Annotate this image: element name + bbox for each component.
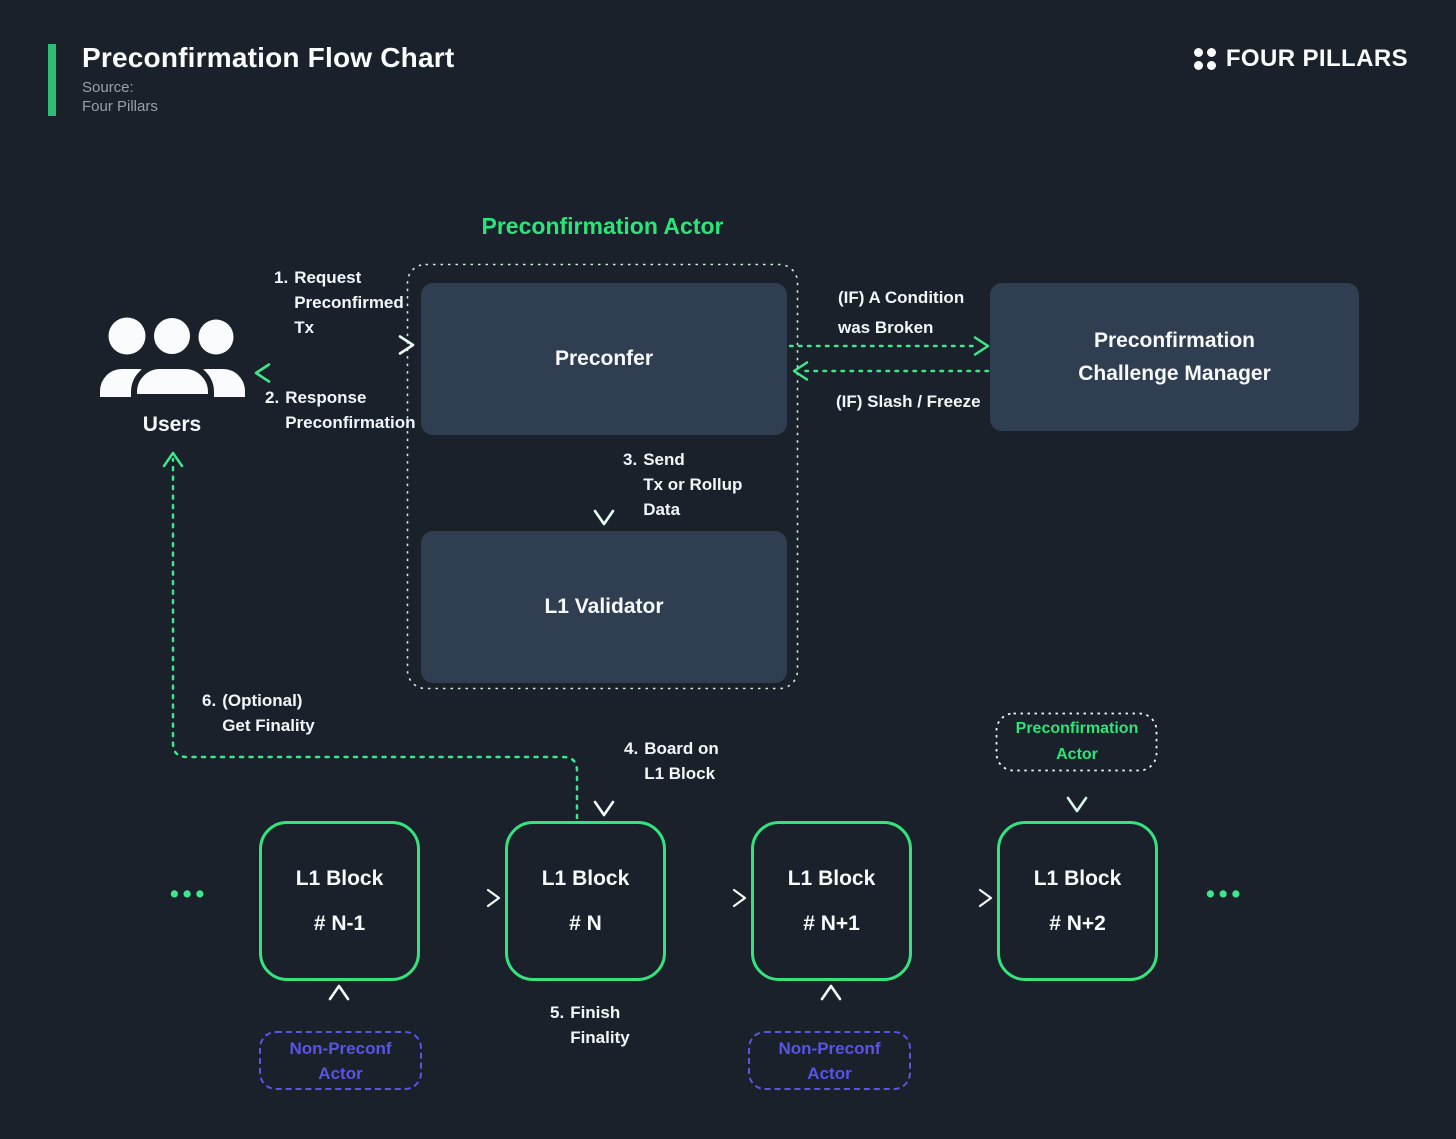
page-title: Preconfirmation Flow Chart — [82, 42, 455, 73]
l1-validator-box: L1 Validator — [421, 531, 787, 683]
arrow-if-slash-freeze — [792, 361, 990, 381]
preconfer-box: Preconfer — [421, 283, 787, 435]
arrow-send-tx — [593, 435, 615, 526]
l1-validator-label: L1 Validator — [544, 595, 664, 618]
step-6-get-finality-label: 6. (Optional) Get Finality — [202, 691, 315, 735]
step-4-board-label: 4. Board on L1 Block — [624, 739, 719, 783]
users-icon — [100, 312, 245, 399]
ellipsis-dots-icon: ••• — [1206, 880, 1245, 908]
l1-block-n-minus-1: L1 Block # N-1 — [259, 821, 420, 981]
ellipsis-dots-icon: ••• — [170, 880, 209, 908]
preconfer-label: Preconfer — [554, 347, 654, 370]
step-2-response-label: 2. Response Preconfirmation — [265, 388, 416, 432]
step-5-finish-label: 5. Finish Finality — [550, 1003, 630, 1047]
source-label: Source: — [82, 79, 134, 96]
challenge-manager-line2: Challenge Manager — [1078, 362, 1271, 385]
l1-block-n-plus-2: L1 Block # N+2 — [997, 821, 1158, 981]
four-dots-icon — [1193, 48, 1216, 70]
step-1-request-label: 1. Request Preconfirmed Tx — [274, 268, 404, 337]
preconfirmation-actor-title: Preconfirmation Actor — [481, 213, 724, 239]
mini-preconfirmation-actor-box: Preconfirmation Actor — [1015, 720, 1139, 763]
users-label: Users — [142, 413, 202, 436]
arrow-non-preconf-1 — [328, 984, 350, 1031]
non-preconf-actor-box-2: Non-Preconf Actor — [748, 1031, 911, 1090]
challenge-manager-line1: Preconfirmation — [1093, 329, 1256, 352]
arrow-response-preconfirmation — [254, 363, 422, 383]
title-accent-bar — [48, 44, 56, 116]
step-3-send-label: 3. Send Tx or Rollup Data — [623, 450, 743, 519]
source-value: Four Pillars — [82, 97, 158, 115]
source-caption: Source: Four Pillars — [82, 79, 158, 116]
arrow-non-preconf-2 — [820, 984, 842, 1031]
l1-block-n-plus-1: L1 Block # N+1 — [751, 821, 912, 981]
if-slash-freeze-label: (IF) Slash / Freeze — [836, 392, 981, 411]
brand-logo: FOUR PILLARS — [1193, 45, 1408, 73]
non-preconf-actor-box-1: Non-Preconf Actor — [259, 1031, 422, 1090]
if-condition-broken-label: (IF) A Condition was Broken — [838, 288, 965, 337]
arrow-mini-actor-to-block — [1066, 772, 1088, 813]
challenge-manager-box: Preconfirmation Challenge Manager — [990, 283, 1359, 431]
brand-name: FOUR PILLARS — [1225, 45, 1408, 72]
arrow-board-on-l1-block — [593, 683, 615, 817]
l1-block-n: L1 Block # N — [505, 821, 666, 981]
